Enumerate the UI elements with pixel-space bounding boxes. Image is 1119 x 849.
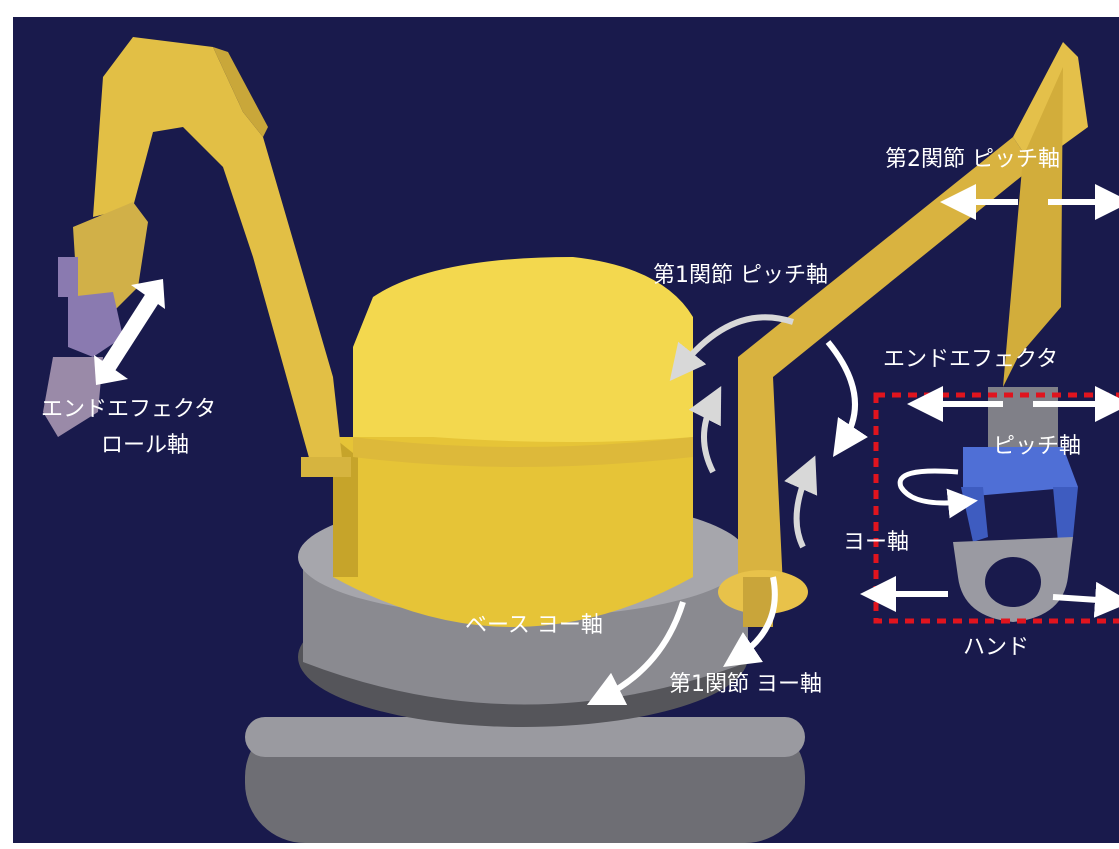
robot-body (333, 257, 693, 627)
yaw-axis-curved-arrow (897, 468, 978, 519)
crawler-track (245, 717, 805, 843)
robot-scene (43, 37, 1119, 843)
right-gripper (953, 387, 1078, 622)
hand-arrows (860, 576, 1119, 618)
label-end-effector-roll-line2: ロール軸 (101, 433, 190, 458)
label-end-effector: エンドエフェクタ (883, 347, 1059, 372)
right-arm (718, 42, 1088, 627)
label-yaw-axis: ヨー軸 (843, 530, 910, 555)
label-base-yaw: ベース ヨー軸 (465, 613, 603, 638)
label-hand: ハンド (963, 635, 1030, 660)
left-arm (43, 37, 351, 477)
joint1-yaw-arrows (723, 455, 818, 667)
base-yaw-arrows (586, 385, 722, 706)
roll-axis-arrow (94, 279, 165, 385)
diagram-canvas: エンドエフェクタ ロール軸 第1関節 ピッチ軸 第2関節 ピッチ軸 エンドエフェ… (13, 17, 1119, 843)
label-end-effector-roll-line1: エンドエフェクタ (41, 397, 217, 422)
joint1-pitch-arrows (669, 314, 868, 457)
label-joint1-pitch: 第1関節 ピッチ軸 (653, 263, 828, 288)
label-pitch-axis: ピッチ軸 (993, 434, 1082, 459)
label-joint1-yaw: 第1関節 ヨー軸 (669, 672, 822, 697)
end-effector-highlight-box (873, 392, 1119, 624)
label-joint2-pitch: 第2関節 ピッチ軸 (885, 147, 1060, 172)
